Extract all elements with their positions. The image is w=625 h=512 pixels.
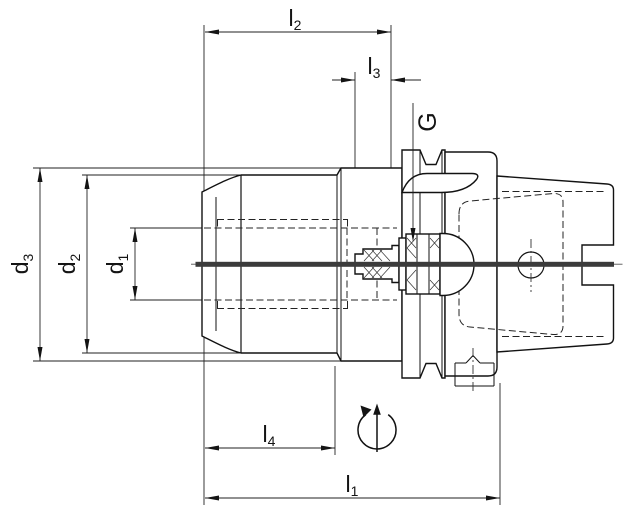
rotation-direction-symbol: [357, 403, 397, 452]
label-l1: l1: [346, 471, 359, 499]
label-l4: l4: [263, 421, 276, 449]
hatching-2: [406, 237, 440, 291]
dimension-d2: d2: [54, 175, 90, 353]
label-g: G: [414, 112, 442, 131]
label-d2: d2: [54, 254, 83, 275]
hidden-lines: [204, 191, 606, 337]
dimension-l3: l3: [332, 53, 421, 83]
dimension-g-thread: G: [410, 103, 442, 242]
label-l3: l3: [368, 53, 381, 81]
dimension-d3: d3: [7, 168, 43, 361]
dimension-l1: l1: [205, 471, 500, 501]
label-d3: d3: [7, 254, 36, 275]
center-bar: [191, 261, 623, 267]
hatching: [363, 249, 391, 279]
shank-cavity: [458, 192, 564, 336]
dimension-l4: l4: [205, 421, 335, 451]
dimension-l2: l2: [205, 5, 391, 35]
label-l2: l2: [289, 5, 302, 33]
balance-screw: [454, 348, 495, 391]
label-d1: d1: [102, 254, 131, 275]
dimension-d1: d1: [102, 228, 138, 300]
